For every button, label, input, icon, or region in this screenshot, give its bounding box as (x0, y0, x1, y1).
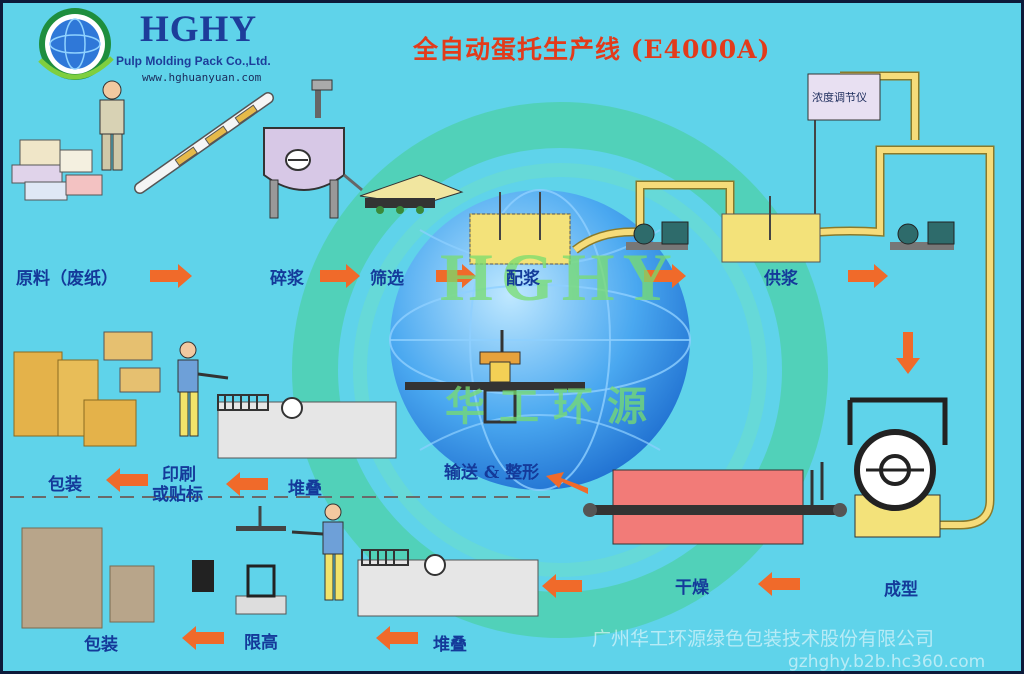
packed-egg-trays (13, 331, 161, 447)
flow-arrows (106, 264, 920, 650)
mixing-tank (469, 192, 571, 265)
diagram-title: 全自动蛋托生产线 (E4000A) (413, 35, 771, 64)
stage-pulping: 碎浆 (270, 269, 304, 289)
company-watermark: 广州华工环源绿色包装技术股份有限公司 (592, 628, 935, 650)
stage-stacking-upper: 堆叠 (288, 479, 322, 499)
stage-stacking-lower: 堆叠 (433, 635, 467, 655)
arrow-stack-to-print (226, 472, 268, 496)
pump-1 (626, 221, 689, 250)
arrow-drying-to-shaping (546, 472, 588, 494)
stage-screening: 筛选 (370, 269, 404, 289)
website-url: www.hghuanyuan.com (142, 71, 262, 84)
arrow-screening-to-mixing (436, 264, 476, 288)
packed-carton-stacks (21, 527, 214, 629)
screening-machine (343, 173, 464, 214)
watermark-chinese: 华工环源 (445, 383, 661, 430)
arrow-down-to-forming (896, 332, 920, 374)
lower-stacker (357, 549, 539, 617)
arrow-supply-to-pump (848, 264, 888, 288)
stage-packing-lower: 包装 (84, 635, 118, 655)
stage-supply: 供浆 (764, 269, 798, 289)
stage-raw-material: 原料（废纸） (16, 269, 118, 289)
stage-height-limit: 限高 (244, 633, 278, 653)
worker-loading (99, 80, 125, 171)
worker-lower (291, 503, 344, 601)
shaping-press (405, 330, 585, 424)
arrow-raw-to-pulping (150, 264, 192, 288)
company-logo (38, 8, 114, 80)
upper-stacker (217, 394, 397, 459)
brand-name: HGHY (140, 9, 258, 50)
density-meter-box (807, 73, 881, 121)
arrow-limit-to-pack (182, 626, 224, 650)
arrow-forming-to-drying (758, 572, 800, 596)
company-url-watermark: gzhghy.b2b.hc360.com (788, 652, 986, 672)
stage-drying: 干燥 (675, 578, 709, 598)
arrow-lower-stack-to-limit (376, 626, 418, 650)
stage-forming: 成型 (884, 580, 918, 600)
stage-printing: 印刷 (162, 465, 196, 485)
worker-printing (177, 341, 229, 437)
brand-subtitle: Pulp Molding Pack Co.,Ltd. (116, 54, 271, 68)
waste-paper-bundles (11, 139, 103, 201)
stage-packing-upper: 包装 (48, 475, 82, 495)
arrow-pulping-to-screening (320, 264, 360, 288)
background-ring (292, 102, 828, 638)
pump-2 (890, 221, 955, 250)
arrow-mixing-to-supply (644, 264, 686, 288)
dryer (583, 462, 847, 545)
pulper-tank (263, 79, 345, 219)
stage-labeling: 或贴标 (152, 485, 203, 505)
height-limiter (235, 506, 287, 615)
arrow-stacker-to-lower (542, 574, 582, 598)
stage-mixing: 配浆 (506, 269, 540, 289)
forming-machine (847, 397, 948, 538)
globe-logo (389, 189, 691, 491)
inclined-conveyor (134, 92, 274, 194)
density-meter-label: 浓度调节仪 (812, 91, 867, 104)
supply-tank (721, 196, 821, 263)
stage-convey-shape: 输送 & 整形 (444, 463, 540, 483)
watermark-latin: HGHY (440, 239, 680, 315)
arrow-print-to-pack (106, 468, 148, 492)
